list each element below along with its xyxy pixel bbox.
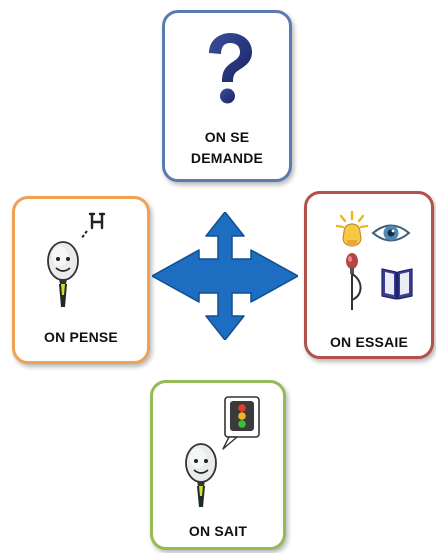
- head-traffic-light-icon: [185, 396, 260, 507]
- card-label: ON PENSE: [44, 329, 118, 345]
- microphone-icon: [346, 253, 362, 310]
- thinking-head-icon: [47, 212, 106, 307]
- book-icon: [381, 268, 413, 300]
- card-on-pense: ON PENSE: [12, 196, 150, 364]
- card-on-se-demande: ON SE DEMANDE: [162, 10, 292, 182]
- card-label: ON ESSAIE: [329, 334, 409, 350]
- four-way-arrow-icon: [152, 212, 298, 340]
- eye-icon: [371, 224, 411, 242]
- question-mark-icon: [209, 33, 252, 104]
- card-label-line2: DEMANDE: [190, 150, 264, 166]
- card-on-essaie: ON ESSAIE: [304, 191, 434, 359]
- card-label-line1: ON SE: [204, 129, 250, 145]
- card-on-sait: ON SAIT: [150, 380, 286, 550]
- hand-sun-icon: [335, 210, 369, 247]
- card-label: ON SAIT: [188, 523, 248, 539]
